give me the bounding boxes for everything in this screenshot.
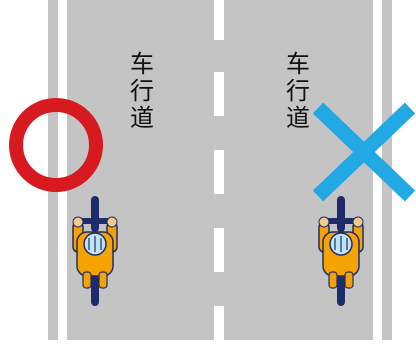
bike-front-wheel xyxy=(337,196,345,232)
label-char: 车 xyxy=(130,50,154,78)
hand xyxy=(318,216,330,228)
label-char: 行 xyxy=(130,77,154,105)
center-dashed-line xyxy=(214,0,224,340)
hand xyxy=(72,216,84,228)
center-dash xyxy=(214,306,224,340)
bike-front-wheel xyxy=(91,196,99,232)
center-dash xyxy=(214,72,224,116)
road-label-right: 车 行 道 xyxy=(282,51,314,132)
helmet-vents xyxy=(334,236,348,252)
bike-handlebar xyxy=(321,218,361,224)
left-edge-line xyxy=(58,0,67,340)
leg xyxy=(344,271,354,289)
leg xyxy=(98,271,108,289)
label-char: 道 xyxy=(130,104,154,132)
center-dash xyxy=(214,228,224,272)
label-char: 车 xyxy=(286,50,310,78)
hand xyxy=(352,216,364,228)
leg xyxy=(82,271,92,289)
hand xyxy=(106,216,118,228)
center-dash xyxy=(214,0,224,40)
leg xyxy=(328,271,338,289)
correct-circle-icon xyxy=(9,98,103,192)
cyclist-right xyxy=(318,196,364,306)
bike-handlebar xyxy=(75,218,115,224)
helmet-vents xyxy=(88,236,102,252)
road-label-left: 车 行 道 xyxy=(126,51,158,132)
wrong-cross-icon xyxy=(312,102,416,202)
center-dash xyxy=(214,150,224,194)
cyclist-left xyxy=(72,196,118,306)
label-char: 道 xyxy=(286,104,310,132)
label-char: 行 xyxy=(286,77,310,105)
bike-rear-wheel xyxy=(337,270,345,306)
bike-rear-wheel xyxy=(91,270,99,306)
